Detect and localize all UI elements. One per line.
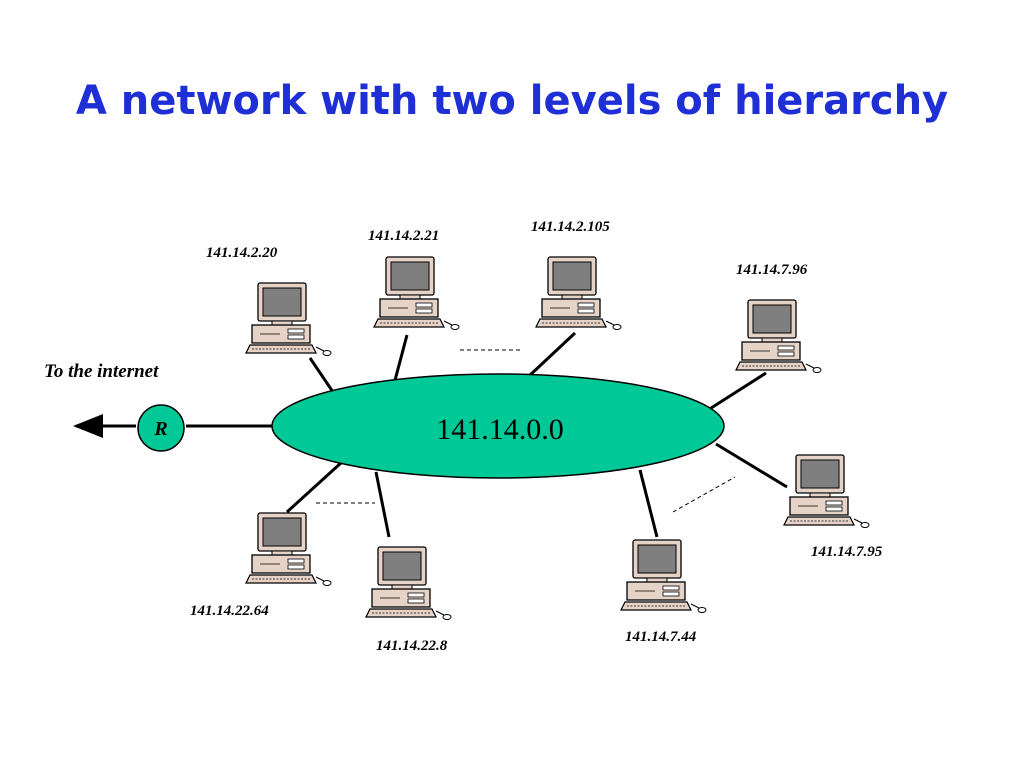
network-address: 141.14.0.0 [436,413,564,446]
network-links [73,331,788,538]
router-label: R [153,418,167,440]
host-ip-label: 141.14.2.105 [531,219,610,235]
link-h1 [308,357,335,393]
link-h2 [392,334,409,385]
host-ip-label: 141.14.7.44 [625,629,697,645]
link-h6 [638,469,659,538]
computer-icon [735,299,822,374]
link-h7 [285,460,344,514]
host-ip-label: 141.14.22.8 [376,638,448,654]
computer-icon [620,539,707,614]
link-h5 [715,442,788,489]
link-h4 [707,371,767,412]
computer-icon [245,512,332,587]
host-ip-label: 141.14.2.20 [206,245,278,261]
router-node [137,404,185,452]
more-hosts-dashes [316,349,736,513]
computer-icon [373,256,460,331]
host-ip-label: 141.14.7.96 [736,262,808,278]
computer-icon [245,282,332,357]
network-ellipse [271,373,725,479]
slide-title: A network with two levels of hierarchy [75,78,949,124]
computer-icon [783,454,870,529]
link-h3 [526,331,577,379]
internet-label: To the internet [44,361,159,382]
host-ip-label: 141.14.7.95 [811,544,883,560]
host-ip-label: 141.14.2.21 [368,228,440,244]
host-ip-label: 141.14.22.64 [190,603,269,619]
computer-icon [365,546,452,621]
computer-icon [535,256,622,331]
link-h8 [374,471,391,538]
